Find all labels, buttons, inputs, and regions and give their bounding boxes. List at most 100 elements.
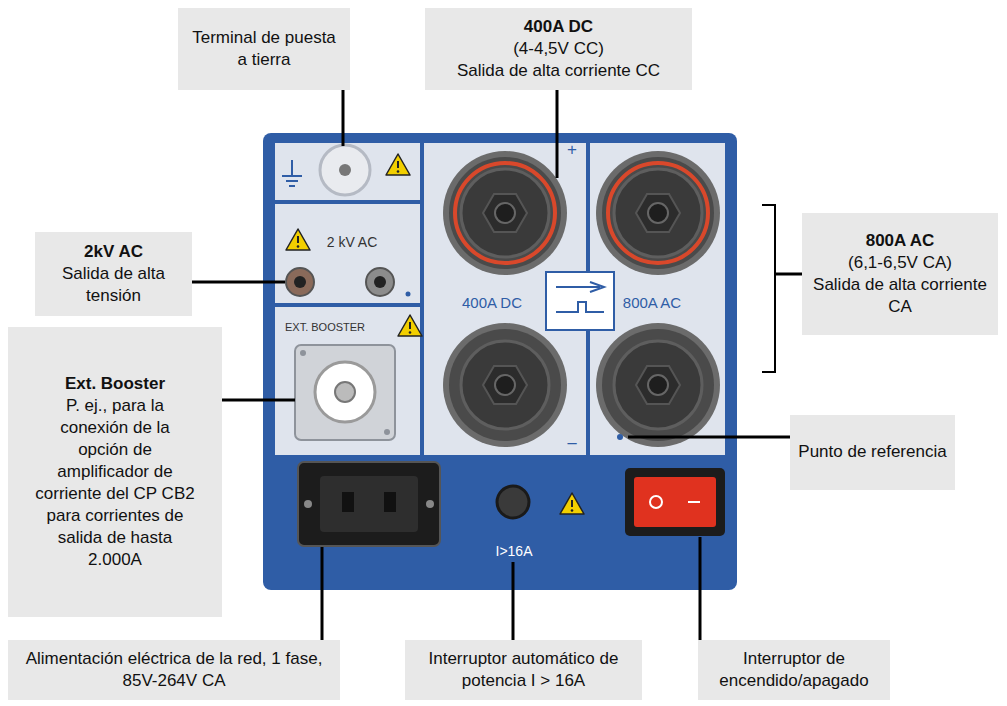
device-panel (275, 200, 422, 204)
connection-icon (556, 302, 604, 312)
device-panel (263, 133, 737, 590)
booster-connector (295, 345, 395, 440)
callout-heading: 400A DC (433, 16, 684, 38)
ground-symbol (289, 185, 295, 187)
callout-text: Interruptor de encendido/apagado (706, 648, 882, 692)
power-inlet (384, 492, 396, 512)
callout-heading: 2kV AC (43, 241, 184, 263)
leader-line (342, 90, 345, 146)
callout-box: Alimentación eléctrica de la red, 1 fase… (8, 640, 340, 700)
warning-symbol (286, 154, 584, 514)
callout-text: (4-4,5V CC) (433, 38, 684, 60)
ground-symbol (282, 175, 302, 177)
high-current-socket (443, 151, 720, 447)
callout-text: Salida de alta corriente CC (433, 60, 684, 82)
callout-box: Interruptor automático de potencia I > 1… (405, 640, 642, 700)
ground-terminal (320, 145, 370, 195)
high-voltage-socket (294, 276, 306, 288)
ground-symbol (282, 160, 302, 186)
ground-terminal (339, 164, 351, 176)
device-panel (420, 143, 424, 455)
high-current-socket (455, 163, 555, 263)
reference-dot (617, 434, 623, 440)
high-current-socket (596, 323, 720, 447)
power-inlet (342, 492, 354, 512)
warning-symbol (386, 154, 410, 175)
callout-text: (6,1-6,5V CA) (810, 252, 990, 274)
high-current-socket (443, 323, 567, 447)
bracket (762, 205, 802, 372)
leader-line (699, 537, 702, 640)
power-inlet (426, 500, 434, 508)
callout-box: Terminal de puesta a tierra (178, 8, 350, 90)
callout-box: Punto de referencia (790, 415, 955, 490)
booster-connector (295, 345, 395, 440)
leader-line (222, 399, 295, 402)
panel-label: 400A DC (462, 295, 522, 310)
callout-box: Interruptor de encendido/apagado (698, 640, 890, 700)
leader-line (512, 562, 515, 640)
booster-connector (300, 350, 306, 356)
ground-symbol (286, 180, 298, 182)
callout-text: Terminal de puesta a tierra (186, 27, 342, 71)
leader-line (556, 90, 559, 178)
fuse-button (497, 486, 529, 518)
booster-connector (315, 362, 375, 422)
callout-text: Interruptor automático de potencia I > 1… (413, 648, 634, 692)
power-inlet (298, 462, 440, 546)
warning-symbol (560, 493, 584, 514)
power-switch (688, 501, 700, 503)
power-switch (650, 496, 662, 508)
callout-text: Punto de referencia (798, 441, 947, 463)
callout-heading: 800A AC (810, 230, 990, 252)
device-panel (263, 133, 737, 590)
leader-line (628, 436, 790, 439)
callout-text: P. ej., para la conexión de la opción de… (34, 395, 196, 572)
ground-terminal (320, 145, 370, 195)
power-switch (625, 468, 725, 536)
connection-icon (556, 282, 604, 292)
warning-symbol (286, 229, 310, 250)
high-voltage-socket (286, 268, 411, 297)
callout-box: 800A AC(6,1-6,5V CA)Salida de alta corri… (802, 213, 998, 335)
callout-box: Ext. BoosterP. ej., para la conexión de … (8, 327, 222, 617)
high-voltage-socket (406, 292, 411, 297)
callout-box: 400A DC(4-4,5V CC)Salida de alta corrien… (425, 8, 692, 90)
callout-text: Salida de alta corriente CA (810, 274, 990, 318)
connection-icon (546, 272, 614, 330)
callout-text: Alimentación eléctrica de la red, 1 fase… (16, 648, 332, 692)
fuse-button (497, 486, 529, 518)
high-voltage-socket (286, 268, 314, 296)
device-panel (275, 303, 422, 307)
booster-connector (384, 429, 390, 435)
panel-label: EXT. BOOSTER (285, 322, 365, 333)
bracket (762, 205, 775, 372)
high-voltage-socket (366, 268, 394, 296)
leader-line (192, 281, 285, 284)
callout-text: Salida de alta tensión (43, 263, 184, 307)
panel-label: − (566, 434, 577, 453)
power-inlet (298, 462, 440, 546)
power-switch (634, 477, 716, 527)
callout-box: 2kV ACSalida de alta tensión (35, 232, 192, 316)
connection-icon (546, 272, 614, 330)
leader-line (321, 547, 324, 640)
panel-label: 2 kV AC (327, 235, 378, 249)
high-current-socket (443, 151, 567, 275)
high-current-socket (608, 163, 708, 263)
bracket (775, 273, 802, 276)
booster-connector (335, 382, 355, 402)
high-voltage-socket (374, 276, 386, 288)
warning-symbol (398, 315, 422, 336)
callout-heading: Ext. Booster (34, 373, 196, 395)
device-panel (275, 143, 725, 455)
panel-label: 800A AC (623, 295, 681, 310)
ground-symbol (291, 160, 293, 176)
panel-label: I>16A (496, 544, 533, 558)
power-switch (625, 468, 725, 536)
power-inlet (320, 476, 418, 532)
panel-label: + (567, 141, 577, 158)
high-current-socket (596, 151, 720, 275)
leader-line (192, 90, 790, 640)
power-inlet (304, 500, 312, 508)
